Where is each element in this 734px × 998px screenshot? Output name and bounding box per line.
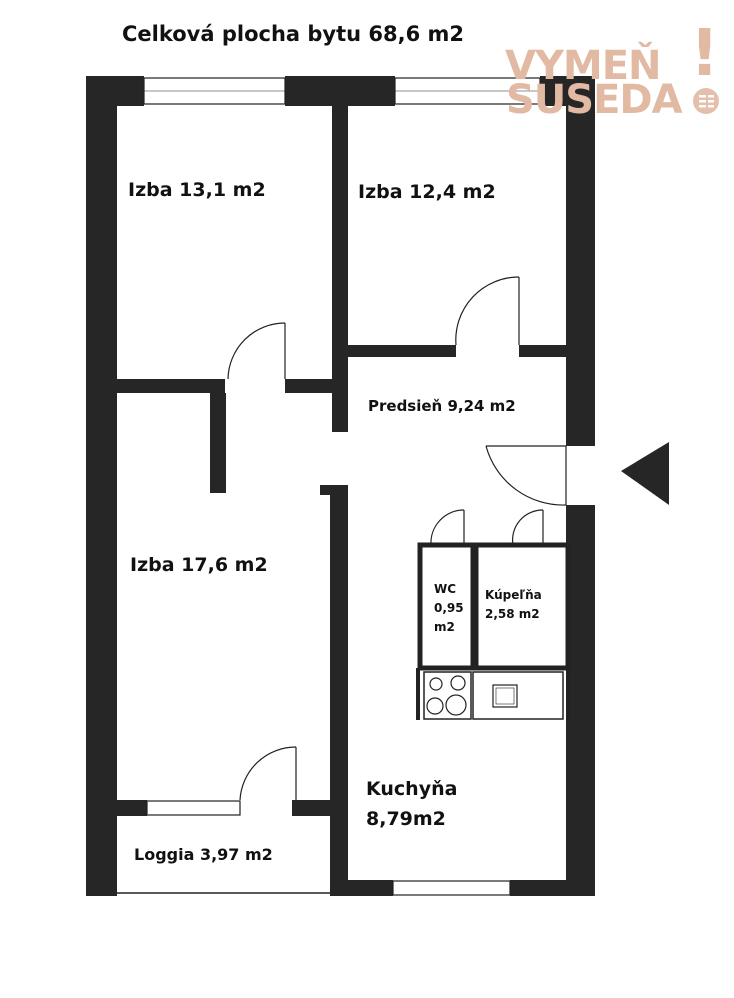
room-label-kuchyna: Kuchyňa 8,79m2 [366, 774, 457, 834]
entrance-arrow [621, 442, 669, 505]
wall-izba1-izba3-left [117, 379, 225, 393]
room-label-predsien: Predsieň 9,24 m2 [368, 397, 516, 415]
outer-wall-right-upper [566, 76, 595, 446]
wall-izba1-izba3-right [285, 379, 340, 393]
room-label-izba-3: Izba 17,6 m2 [130, 554, 268, 576]
kuchyna-area: 8,79m2 [366, 808, 446, 830]
kupelna-name: Kúpeľňa [485, 588, 542, 602]
walls [86, 76, 595, 896]
outer-wall-right-lower [566, 505, 595, 896]
outer-wall-left [86, 76, 117, 896]
room-label-izba-1: Izba 13,1 m2 [128, 179, 266, 201]
logo-word-suseda: SUSEDA [506, 77, 683, 123]
wall-izba2-predsien-right [519, 345, 568, 357]
kupelna-area: 2,58 m2 [485, 607, 540, 621]
windows-and-partitions [117, 77, 571, 896]
door-kupelna [511, 509, 544, 546]
wall-loggia-left [117, 800, 147, 816]
window-loggia [146, 800, 241, 816]
wc-walls [417, 542, 479, 671]
wall-loggia-right [292, 800, 340, 816]
stove [423, 671, 472, 720]
kitchen-counter [472, 671, 564, 720]
room-label-loggia: Loggia 3,97 m2 [134, 845, 273, 864]
logo-exclamation-icon: ! [690, 17, 720, 91]
window-kuchyna [392, 880, 511, 896]
door-wc [430, 509, 465, 546]
room-label-wc: WC 0,95 m2 [434, 580, 464, 637]
door-izba1 [227, 322, 286, 380]
bottom-wall-left-cap [86, 880, 117, 896]
sink [492, 684, 518, 708]
room-label-kupelna: Kúpeľňa 2,58 m2 [485, 586, 542, 624]
bottom-wall-middle [330, 880, 393, 896]
wall-stub-izba3 [210, 393, 226, 493]
kuchyna-name: Kuchyňa [366, 778, 458, 800]
page-title: Celková plocha bytu 68,6 m2 [122, 22, 465, 46]
door-entrance [485, 445, 567, 506]
logo-word-vymen: VYMEŇ [505, 43, 662, 89]
door-izba2 [455, 276, 520, 346]
bottom-wall-right [510, 880, 595, 896]
room-label-izba-2: Izba 12,4 m2 [358, 181, 496, 203]
kupelna-walls [470, 542, 571, 671]
doors [227, 276, 567, 801]
wc-unit: m2 [434, 620, 455, 634]
wc-name: WC [434, 582, 457, 596]
logo [693, 88, 719, 114]
wall-izba2-predsien-left [340, 345, 456, 357]
wc-area: 0,95 [434, 601, 464, 615]
top-wall-left [86, 76, 144, 106]
door-loggia [239, 746, 297, 801]
wall-izba3-kuchyna-cap [320, 485, 348, 495]
wall-izba3-kuchyna [330, 485, 348, 880]
